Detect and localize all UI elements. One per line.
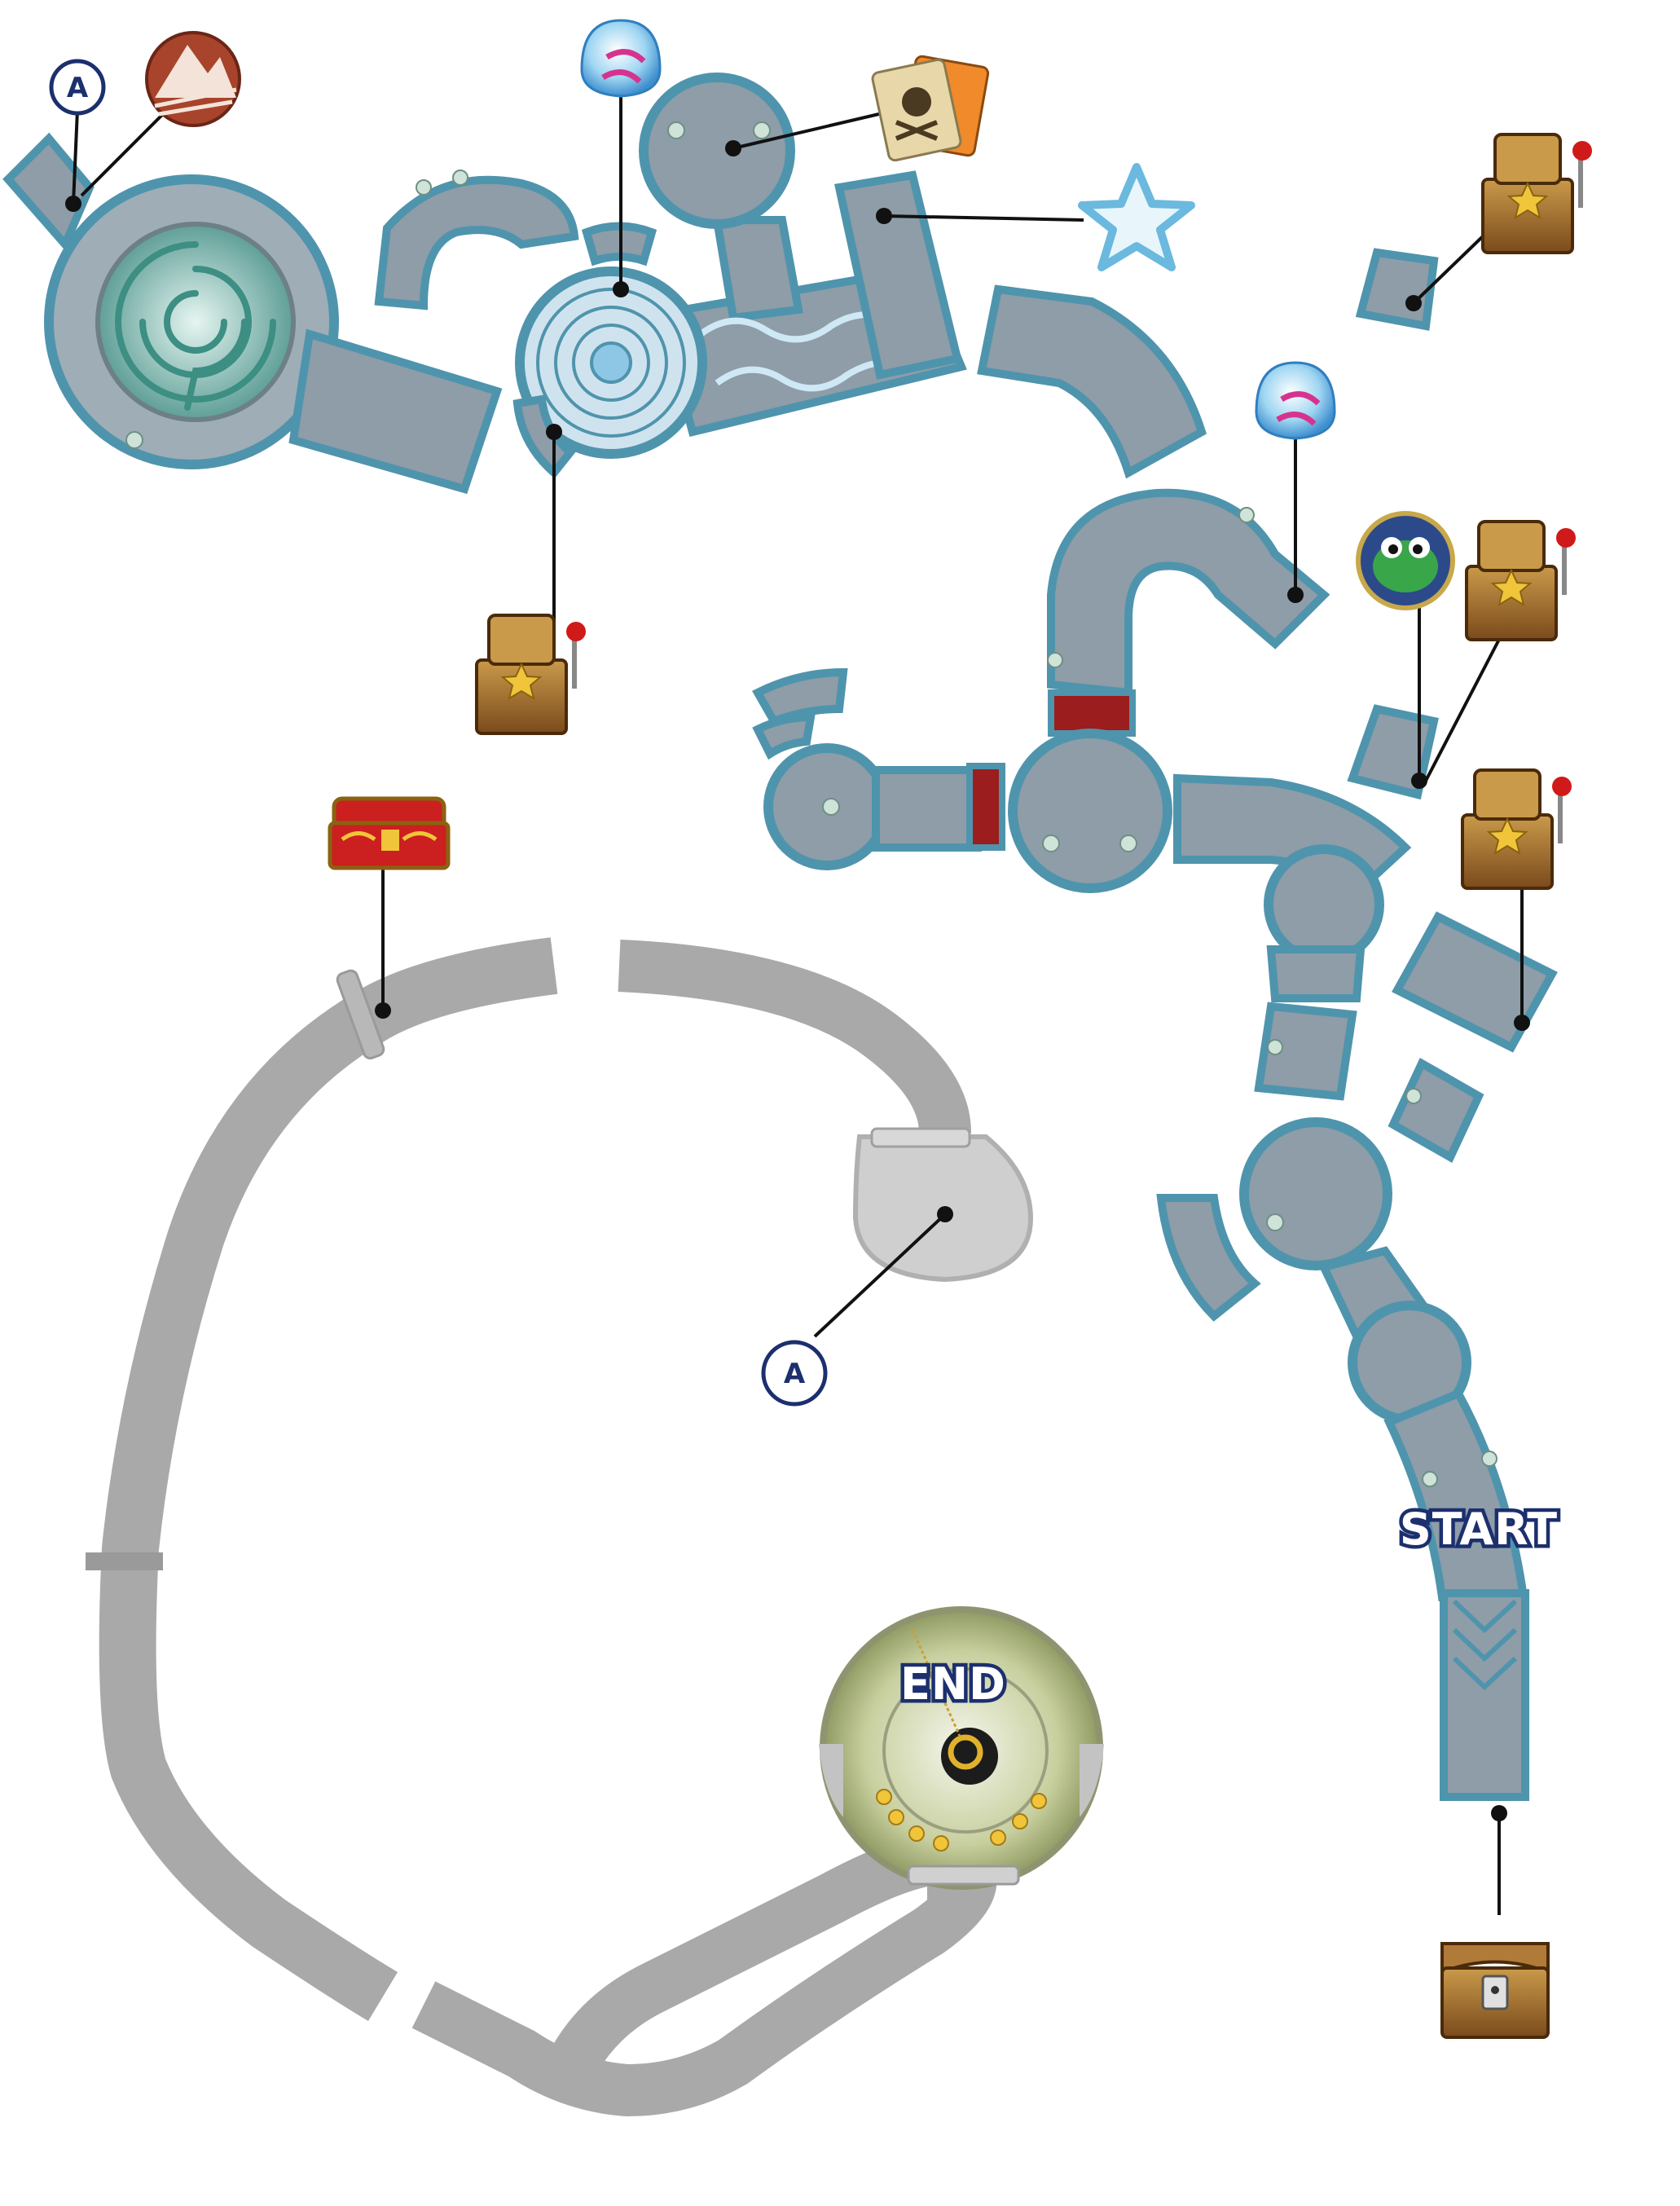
mountain-landscape-icon [145,31,241,127]
pipe-bend [977,284,1207,479]
leader-lines [65,86,1530,1915]
pipe-arc-fragment [1156,1194,1261,1322]
pipe-arch [374,175,579,310]
grey-pipe-loop [411,1833,997,2117]
gate-red [966,763,1005,851]
light-orb [1422,1471,1438,1487]
light-orb [822,798,840,816]
light-orb [416,179,432,196]
pipe-segment [288,328,503,495]
pipe-arc-fragment [752,712,816,760]
pipe-block [1392,911,1558,1053]
central-chamber [1008,729,1172,893]
pipe-clamp [336,969,385,1060]
gate-red-top [1048,689,1136,737]
pipe-vertical-block [833,170,963,380]
light-orb [1119,834,1137,852]
star-icon [1078,163,1195,271]
start-label: START [1400,1504,1558,1555]
end-chamber-side [819,1744,843,1817]
treasure-chest-icon [1465,520,1576,641]
light-orb [753,121,771,139]
pipe-block [1388,1057,1484,1164]
pipe-block [1355,248,1439,331]
pipe-chamber [1264,844,1384,965]
treasure-chest-icon [1481,133,1592,254]
blue-gem-icon [580,19,662,98]
light-orb [1047,652,1063,668]
light-orb [452,170,468,186]
grey-chamber-a-rim [870,1127,971,1148]
pipe-block [1347,704,1439,800]
pipe-block [1254,1002,1357,1101]
end-portal-ring [882,1667,1049,1834]
maze-pattern [115,241,276,411]
end-label: END [900,1658,1006,1710]
treasure-chest-icon [1461,768,1572,890]
round-chamber [639,73,795,229]
marker-a-icon: A [761,1340,828,1407]
marker-a-label: A [67,72,89,104]
end-chamber-side [1080,1744,1104,1817]
pipe-connector [712,216,803,323]
pipe-curve-down [1383,1388,1528,1601]
red-treasure-chest-icon [328,796,451,870]
light-orb [1266,1213,1284,1231]
golden-beads [876,1789,1047,1852]
maze-disc [95,222,296,422]
pipe-segment [1266,945,1366,1002]
golden-chain [911,1629,963,1741]
golden-ring [948,1734,983,1770]
whirlpool-rings [536,288,686,438]
pipe-clamp [86,1552,163,1570]
treasure-chest-icon [475,614,586,735]
grey-pipe-network [86,937,1104,2117]
blue-pipe-network [2,73,1558,1801]
end-chamber-rim [907,1865,1020,1886]
pirate-cards-icon [871,55,990,162]
marker-a-icon: A [49,59,106,116]
light-orb [1238,507,1255,523]
light-orb [1042,834,1060,852]
marker-a-label: A [784,1358,806,1390]
pipe-segment [872,766,982,852]
pipe-hook [1047,488,1330,698]
light-orb [125,431,143,449]
grey-pipe-to-end [618,940,971,1134]
light-orb [1267,1039,1283,1055]
light-orb [1405,1088,1422,1104]
grey-pipe-main [99,937,558,2022]
blue-gem-icon [1255,361,1336,440]
light-orb [1481,1451,1497,1467]
start-pipe [1440,1589,1529,1801]
frog-creature-icon [1356,511,1455,610]
start-chevrons [1452,1599,1518,1691]
locked-treasure-chest-icon [1440,1942,1550,2039]
pipe-chamber [1239,1117,1392,1270]
light-orb [667,121,685,139]
